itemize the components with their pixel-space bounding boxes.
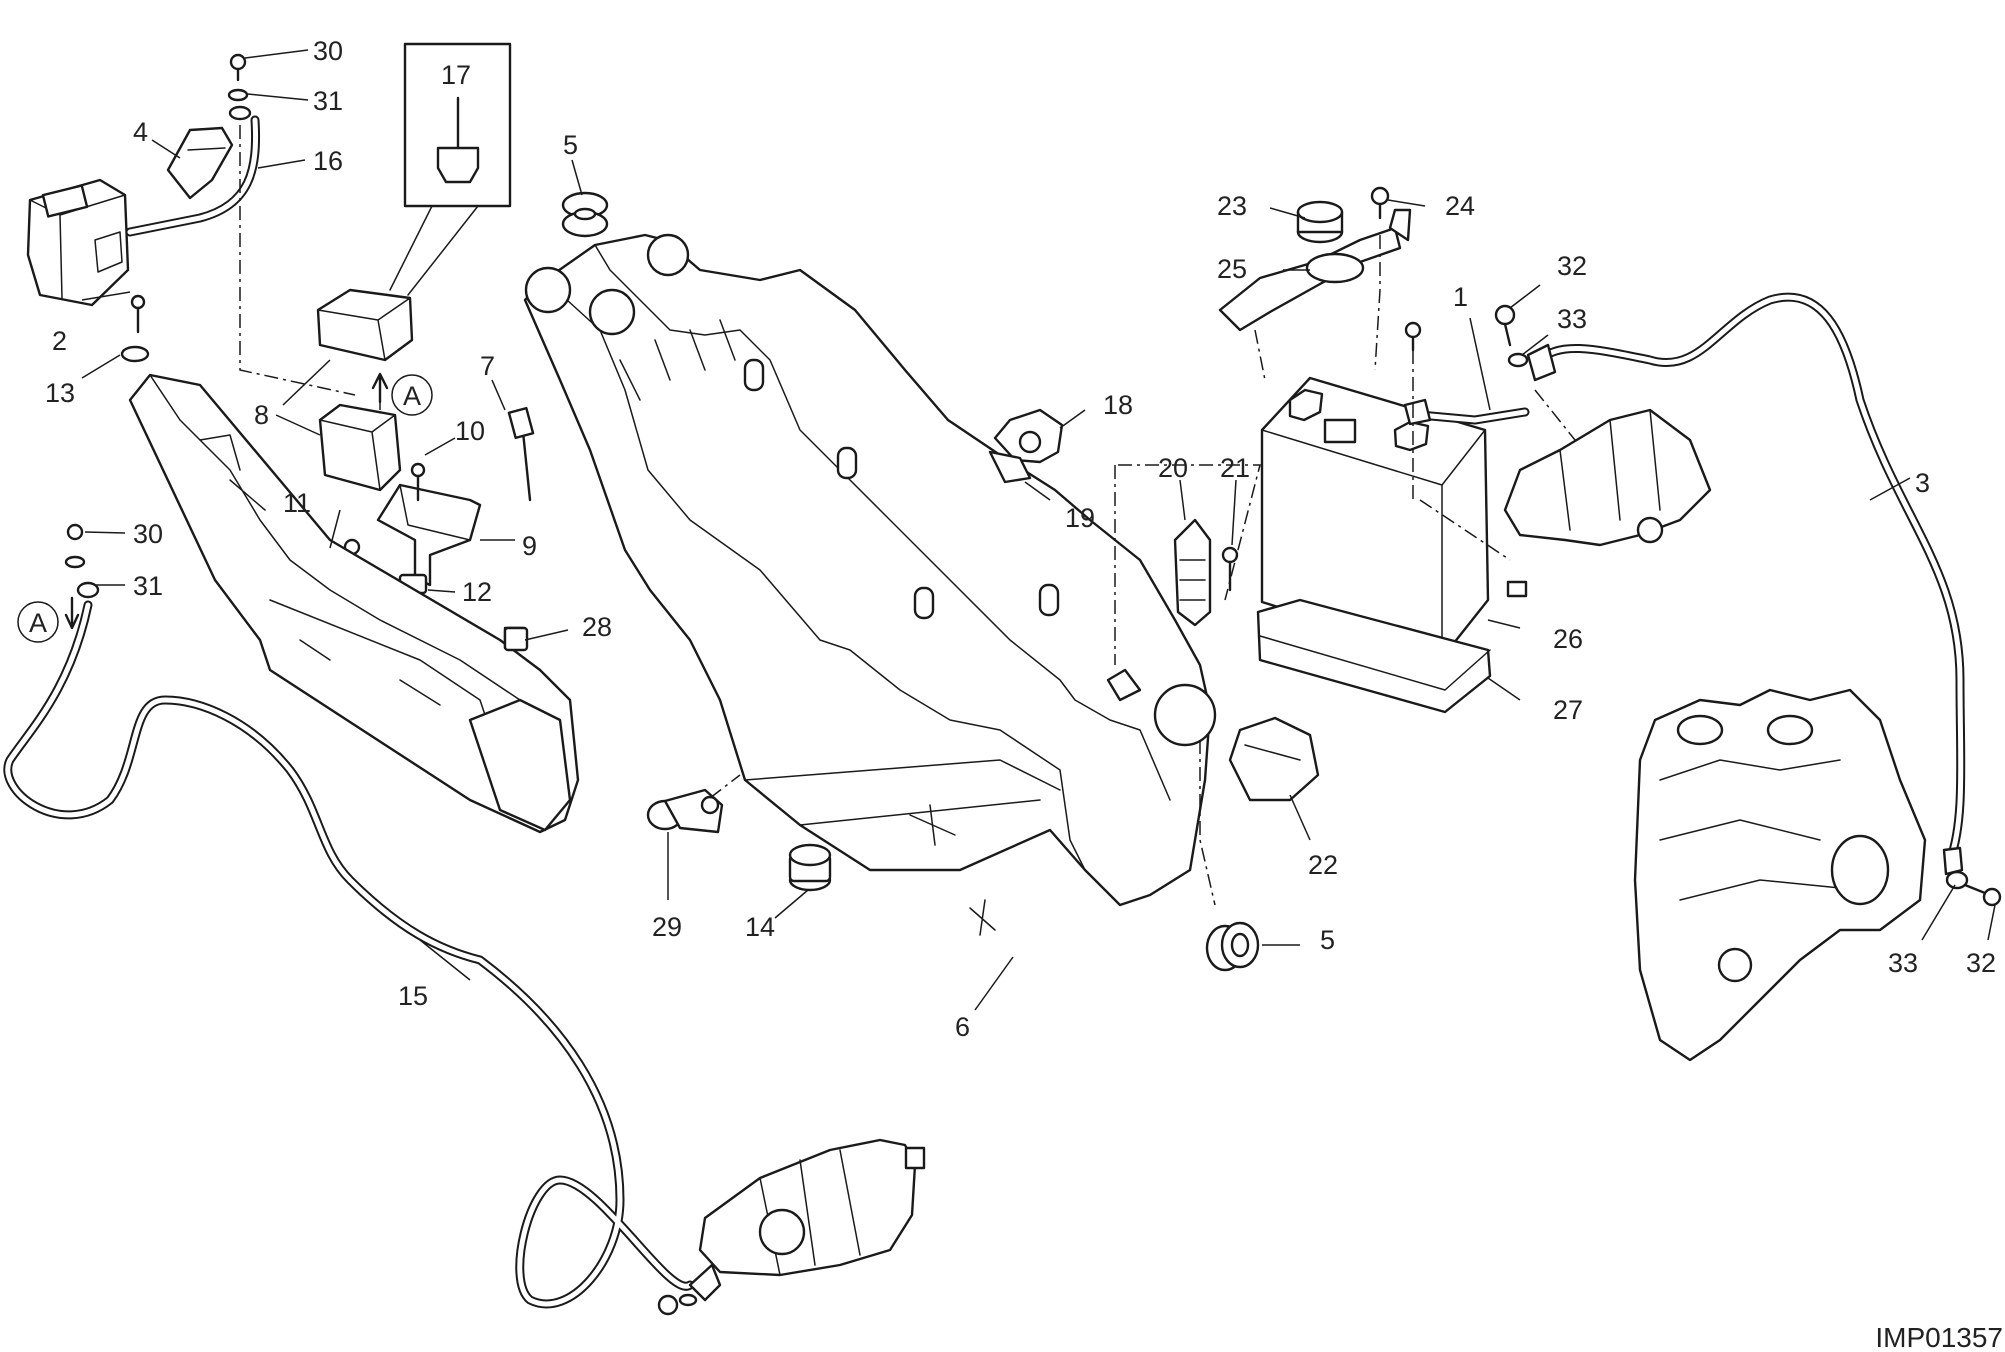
svg-text:A: A (403, 381, 421, 411)
callout-30-top: 30 (313, 36, 343, 66)
callout-5-top: 5 (563, 130, 578, 160)
callout-25: 25 (1217, 254, 1247, 284)
leader-lines (81, 49, 1996, 1011)
relay-bracket-9 (376, 483, 482, 587)
callout-32-bottom: 32 (1966, 948, 1996, 978)
callout-26: 26 (1553, 624, 1583, 654)
reference-marker-a-top: A (391, 374, 433, 416)
callout-19: 19 (1065, 503, 1095, 533)
cover-22 (1228, 716, 1320, 802)
screw-21 (1221, 546, 1239, 592)
callout-31-top: 31 (313, 86, 343, 116)
ground-cable-3 (1526, 292, 1966, 876)
callout-11: 11 (283, 488, 311, 518)
engine-mount-part (1503, 408, 1712, 547)
svg-text:A: A (29, 608, 47, 638)
cable-clip-18 (988, 408, 1064, 484)
fuse-holder-part (166, 126, 234, 200)
callout-24: 24 (1445, 191, 1475, 221)
battery-lead-1 (1403, 398, 1530, 426)
battery-lead-16 (125, 115, 261, 237)
rubber-stop-28 (503, 626, 529, 652)
screw-2-washer-13 (120, 294, 150, 363)
screw-32-top (1494, 304, 1529, 368)
callout-28: 28 (582, 612, 612, 642)
starter-cable-15 (3, 600, 695, 1309)
callout-30-lower: 30 (133, 519, 163, 549)
callout-32-top: 32 (1557, 251, 1587, 281)
cap-23 (1296, 200, 1344, 244)
callout-14: 14 (745, 912, 775, 942)
callout-22: 22 (1308, 850, 1338, 880)
screw-32-bottom (1945, 870, 2002, 907)
callout-4: 4 (133, 117, 148, 147)
callout-5-bottom: 5 (1320, 925, 1335, 955)
latch-20 (1173, 518, 1212, 627)
battery-26 (1260, 376, 1490, 660)
callout-33-bottom: 33 (1888, 948, 1918, 978)
callout-10: 10 (455, 416, 485, 446)
fuse-detail-box (389, 42, 512, 296)
callout-20: 20 (1158, 453, 1188, 483)
callout-12: 12 (462, 577, 492, 607)
callout-31-lower: 31 (133, 571, 163, 601)
screw-24 (1370, 186, 1390, 220)
battery-pad-27 (1256, 598, 1492, 714)
callout-1: 1 (1453, 282, 1468, 312)
callout-6: 6 (955, 1012, 970, 1042)
starter-motor-part (657, 1138, 926, 1316)
callout-2: 2 (52, 326, 67, 356)
callout-21: 21 (1220, 453, 1250, 483)
callout-17: 17 (441, 60, 471, 90)
damper-14 (788, 843, 832, 892)
callout-15: 15 (398, 981, 428, 1011)
battery-tray-6 (523, 233, 1217, 907)
engine-case-part (1633, 688, 1927, 1062)
callout-13: 13 (45, 378, 75, 408)
callout-labels: 30 31 4 16 17 2 13 8 10 11 9 12 28 30 31… (45, 36, 1996, 1042)
grommet-5-top (561, 191, 609, 238)
relay-cover-part (316, 288, 414, 362)
callout-27: 27 (1553, 695, 1583, 725)
reference-marker-a-left: A (17, 596, 80, 643)
battery-strap-25 (1218, 208, 1412, 332)
starter-relay-8 (318, 403, 402, 492)
grommet-5-bottom (1205, 921, 1260, 972)
callout-29: 29 (652, 912, 682, 942)
electrical-tray-part (128, 373, 580, 834)
callout-16: 16 (313, 146, 343, 176)
drawing-code: IMP01357 (1875, 1322, 2003, 1352)
screw-30-lower (64, 523, 100, 599)
callout-9: 9 (522, 531, 537, 561)
solenoid-cover-part (26, 178, 130, 307)
cable-tie-7 (507, 406, 535, 502)
socket-29 (646, 788, 724, 834)
callout-3: 3 (1915, 468, 1930, 498)
terminal-screw (1404, 321, 1422, 352)
callout-8: 8 (254, 400, 269, 430)
callout-23: 23 (1217, 191, 1247, 221)
callout-33-top: 33 (1557, 304, 1587, 334)
screw-10 (410, 462, 426, 502)
callout-18: 18 (1103, 390, 1133, 420)
screw-30-top (227, 53, 252, 121)
callout-7: 7 (480, 351, 495, 381)
